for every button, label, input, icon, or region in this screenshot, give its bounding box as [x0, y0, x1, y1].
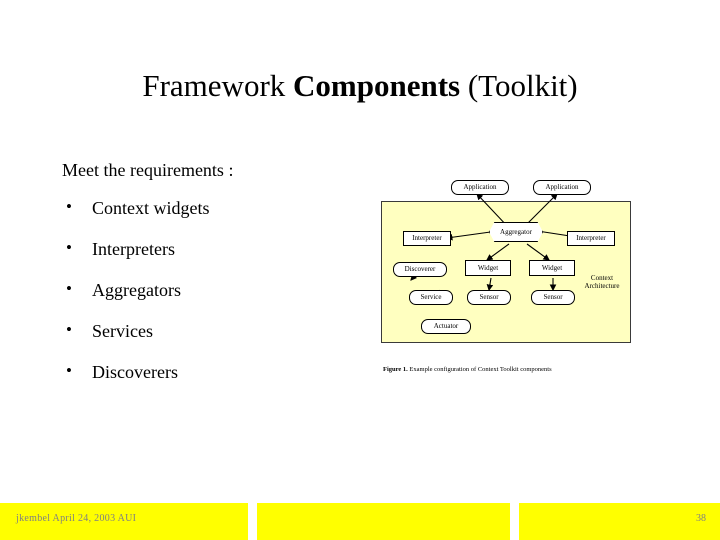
figure-node-sensor-right: Sensor [531, 290, 575, 305]
figure-node-application-right: Application [533, 180, 591, 195]
bullet-dot-icon: • [66, 278, 72, 298]
title-bold-part: Components [293, 68, 461, 103]
figure-node-label: Sensor [543, 293, 563, 301]
footer-bar [0, 503, 720, 540]
footer-gap-left [248, 503, 257, 540]
list-item: • Aggregators [58, 278, 368, 300]
figure-node-service: Service [409, 290, 453, 305]
title-part-2: (Toolkit) [460, 68, 578, 103]
bullet-dot-icon: • [66, 360, 72, 380]
list-item-label: Interpreters [92, 238, 175, 259]
figure-node-label: Application [545, 183, 579, 191]
figure-node-interpreter-left: Interpreter [403, 231, 451, 246]
figure-node-label: Widget [541, 263, 563, 272]
footer-author-date: jkembel April 24, 2003 AUI [16, 513, 137, 524]
context-label-line1: Context [590, 274, 614, 282]
figure-node-label: Widget [477, 263, 499, 272]
list-item-label: Discoverers [92, 361, 178, 382]
list-item: • Services [58, 319, 368, 341]
figure-node-label: Interpreter [412, 234, 442, 242]
figure-caption-text: Example configuration of Context Toolkit… [407, 366, 552, 373]
context-label-line2: Architecture [584, 282, 620, 291]
figure-node-actuator: Actuator [421, 319, 471, 334]
list-item: • Interpreters [58, 237, 368, 259]
footer-page-number: 38 [696, 513, 706, 524]
figure-node-application-left: Application [451, 180, 509, 195]
list-item: • Discoverers [58, 360, 368, 382]
lead-text: Meet the requirements : [62, 160, 234, 180]
body-content: Meet the requirements : • Context widgets… [58, 160, 368, 403]
figure-node-label: Service [420, 293, 442, 301]
figure-node-widget-right: Widget [529, 260, 575, 276]
title-part-1: Framework [142, 68, 294, 103]
figure-node-label: Aggregator [500, 227, 532, 236]
figure-node-interpreter-right: Interpreter [567, 231, 615, 246]
bullet-dot-icon: • [66, 319, 72, 339]
figure-node-label: Application [463, 183, 497, 191]
figure-node-aggregator: Aggregator [489, 222, 543, 242]
context-toolkit-figure: Application Application Interpreter Aggr… [381, 168, 643, 386]
figure-node-label: Discoverer [404, 265, 436, 273]
list-item: • Context widgets [58, 197, 368, 218]
figure-node-label: Actuator [433, 322, 459, 330]
list-item-label: Context widgets [92, 198, 210, 218]
bullet-dot-icon: • [66, 197, 72, 216]
bullet-dot-icon: • [66, 237, 72, 257]
figure-node-discoverer: Discoverer [393, 262, 447, 277]
page-title: Framework Components (Toolkit) [60, 68, 660, 104]
list-item-label: Aggregators [92, 279, 181, 300]
bullet-list: • Context widgets • Interpreters • Aggregat… [58, 197, 368, 382]
figure-node-label: Interpreter [576, 234, 606, 242]
footer-gap-right [510, 503, 519, 540]
figure-caption-number: Figure 1. [383, 366, 408, 373]
hexagon-shape [489, 222, 543, 242]
figure-node-widget-left: Widget [465, 260, 511, 276]
figure-caption: Figure 1. Example configuration of Conte… [383, 366, 641, 373]
figure-node-label: Sensor [479, 293, 499, 301]
list-item-label: Services [92, 320, 153, 341]
figure-node-sensor-left: Sensor [467, 290, 511, 305]
